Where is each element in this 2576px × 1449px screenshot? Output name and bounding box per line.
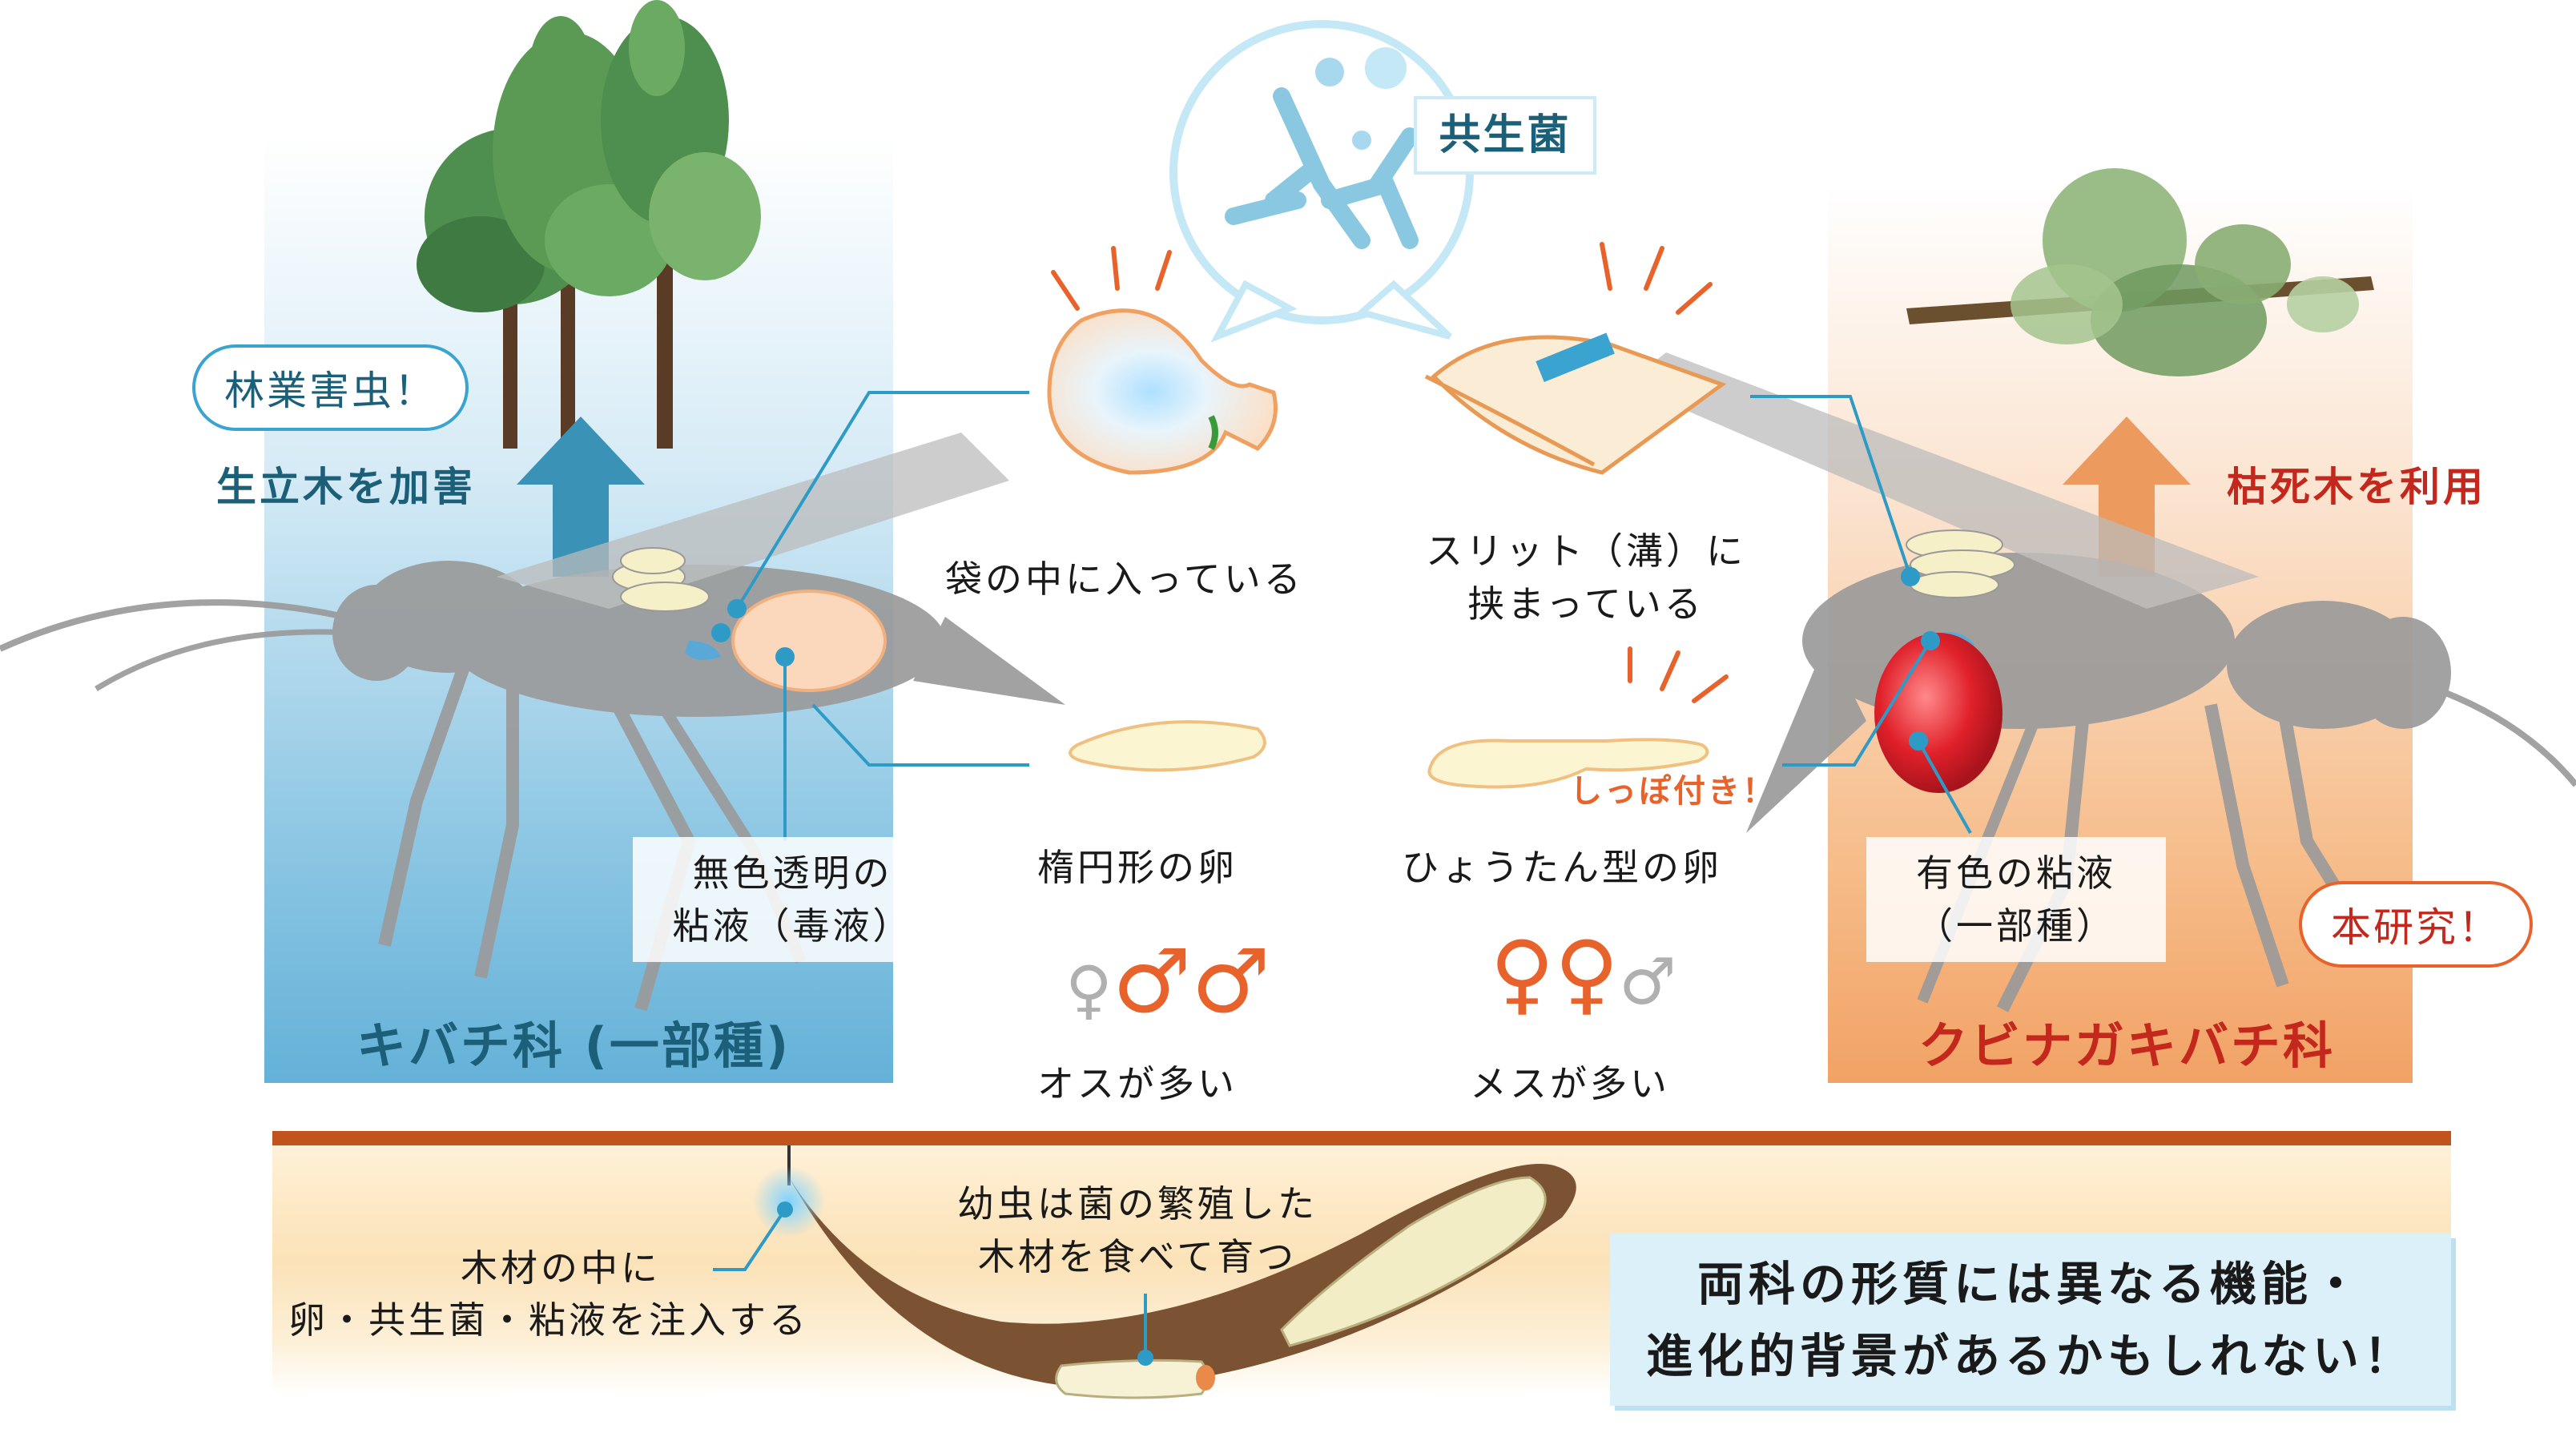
left-pest-callout: 林業害虫！ xyxy=(192,344,469,431)
inject-connector-line xyxy=(713,1208,787,1271)
left-mycangia-icon xyxy=(612,547,721,660)
right-sex-label: メスが多い xyxy=(1470,1062,1670,1105)
slit-storage-line1: スリット（溝）に xyxy=(1426,529,1746,573)
larva-label-line1: 幼虫は菌の繁殖した xyxy=(957,1182,1318,1226)
gourd-egg-label: ひょうたん型の卵 xyxy=(1402,846,1722,889)
larva-label-line2: 木材を食べて育つ xyxy=(977,1235,1298,1278)
conclusion-line2: 進化的背景があるかもしれない！ xyxy=(1645,1329,2415,1383)
larva-icon xyxy=(1055,1358,1215,1399)
sac-mycangium-icon xyxy=(1047,308,1278,475)
egg-tail-note: しっぽ付き！ xyxy=(1570,773,1777,810)
connector-dots xyxy=(711,567,1940,751)
left-sex-symbols: ♀♂♂ xyxy=(1065,930,1270,1032)
fungus-hyphae-icon xyxy=(1225,87,1419,249)
left-mucus-line1: 無色透明の xyxy=(692,851,893,895)
slit-storage-line2: 挟まっている xyxy=(1467,582,1705,626)
larva-label: 幼虫は菌の繁殖した 木材を食べて育つ xyxy=(929,1177,1346,1283)
right-connector-lines xyxy=(1750,395,1972,834)
inject-label-line1: 木材の中に xyxy=(461,1246,661,1290)
oval-egg-icon xyxy=(1069,720,1266,772)
oval-egg-label: 楕円形の卵 xyxy=(1037,846,1238,889)
inject-label-line2: 卵・共生菌・粘液を注入する xyxy=(288,1298,809,1342)
left-mucus-reservoir-icon xyxy=(731,590,887,692)
left-family-title: キバチ科 (一部種) xyxy=(356,1016,791,1075)
gourd-egg-icon xyxy=(1427,738,1709,789)
right-mucus-line2: （一部種） xyxy=(1916,904,2116,948)
conclusion-note: 両科の形質には異なる機能・ 進化的背景があるかもしれない！ xyxy=(1610,1234,2451,1406)
right-mucus-label: 有色の粘液 （一部種） xyxy=(1866,837,2166,962)
right-colored-mucus-icon xyxy=(1874,633,2002,793)
wood-bark-line xyxy=(272,1131,2451,1145)
right-sex-symbols: ♀♀♂ xyxy=(1490,922,1676,1024)
standing-trees-icon xyxy=(417,0,761,449)
slit-mycangium-icon xyxy=(1424,332,1727,475)
dead-branch-icon xyxy=(1906,168,2374,376)
pupa-icon xyxy=(1280,1176,1547,1347)
right-family-title: クビナガキバチ科 xyxy=(1918,1016,2336,1075)
right-mucus-line1: 有色の粘液 xyxy=(1916,851,2116,895)
left-highlight-marks-icon xyxy=(1051,246,1172,311)
left-mucus-line2: 粘液（毒液） xyxy=(672,904,913,948)
right-effect-label: 枯死木を利用 xyxy=(2227,464,2486,510)
injection-glow-icon xyxy=(753,1165,825,1238)
slit-storage-label: スリット（溝）に 挟まっている xyxy=(1362,525,1810,630)
left-sex-label: オスが多い xyxy=(1037,1062,1238,1105)
left-mucus-label: 無色透明の 粘液（毒液） xyxy=(633,837,952,962)
right-study-callout: 本研究！ xyxy=(2299,881,2533,968)
left-effect-label: 生立木を加害 xyxy=(216,464,476,510)
symbiont-label: 共生菌 xyxy=(1414,96,1596,175)
left-connector-lines xyxy=(735,391,1029,841)
conclusion-line1: 両科の形質には異なる機能・ xyxy=(1697,1257,2364,1311)
right-highlight-marks-icon xyxy=(1600,242,1729,703)
sac-storage-label: 袋の中に入っている xyxy=(945,557,1304,601)
